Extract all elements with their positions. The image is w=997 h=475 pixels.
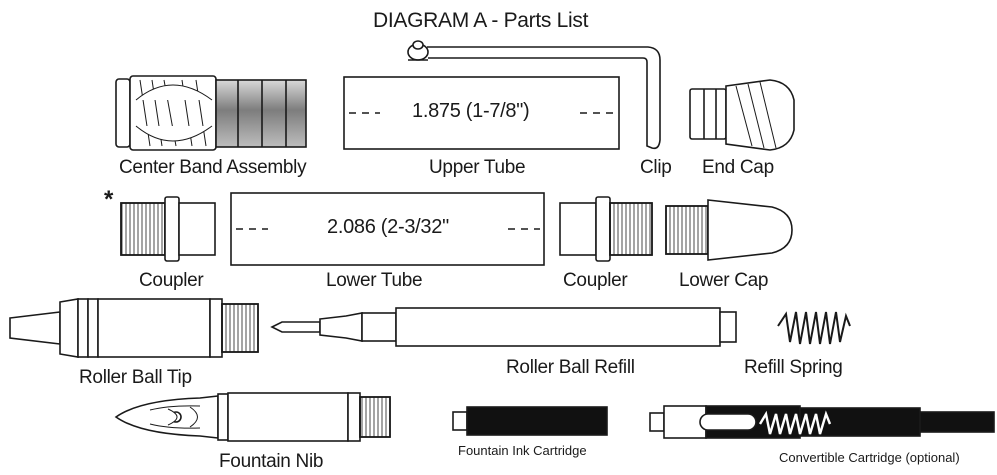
asterisk-mark: * (104, 186, 114, 213)
roller-ball-tip-shape (9, 298, 259, 358)
upper-tube-shape (343, 76, 620, 150)
lower-cap-shape (665, 199, 793, 261)
label-upper-tube: Upper Tube (429, 157, 526, 178)
fountain-ink-cartridge-shape (452, 406, 608, 436)
end-cap-shape (689, 79, 795, 151)
label-fountain-ink-cartridge: Fountain Ink Cartridge (458, 443, 587, 458)
center-band-assembly-shape (115, 75, 307, 151)
label-lower-cap: Lower Cap (679, 270, 769, 291)
label-fountain-nib: Fountain Nib (219, 451, 324, 472)
convertible-cartridge-shape (649, 405, 995, 439)
clip-shape (407, 40, 661, 150)
lower-tube-shape (230, 192, 545, 266)
lower-tube-measurement: 2.086 (2-3/32" (327, 216, 449, 238)
label-coupler-left: Coupler (139, 270, 204, 291)
label-convertible-cartridge: Convertible Cartridge (optional) (779, 450, 960, 465)
label-lower-tube: Lower Tube (326, 270, 423, 291)
roller-ball-refill-shape (270, 307, 737, 347)
label-coupler-right: Coupler (563, 270, 628, 291)
refill-spring-shape (777, 311, 851, 345)
label-end-cap: End Cap (702, 157, 774, 178)
upper-tube-measurement: 1.875 (1-7/8") (412, 100, 530, 122)
label-refill-spring: Refill Spring (744, 357, 843, 378)
label-clip: Clip (640, 157, 672, 178)
fountain-nib-shape (114, 392, 391, 442)
label-roller-ball-refill: Roller Ball Refill (506, 357, 635, 378)
coupler-right-shape (559, 196, 653, 262)
coupler-left-shape (120, 196, 216, 262)
label-roller-ball-tip: Roller Ball Tip (79, 367, 192, 388)
diagram-title: DIAGRAM A - Parts List (373, 9, 589, 32)
label-center-band-assembly: Center Band Assembly (119, 157, 307, 178)
